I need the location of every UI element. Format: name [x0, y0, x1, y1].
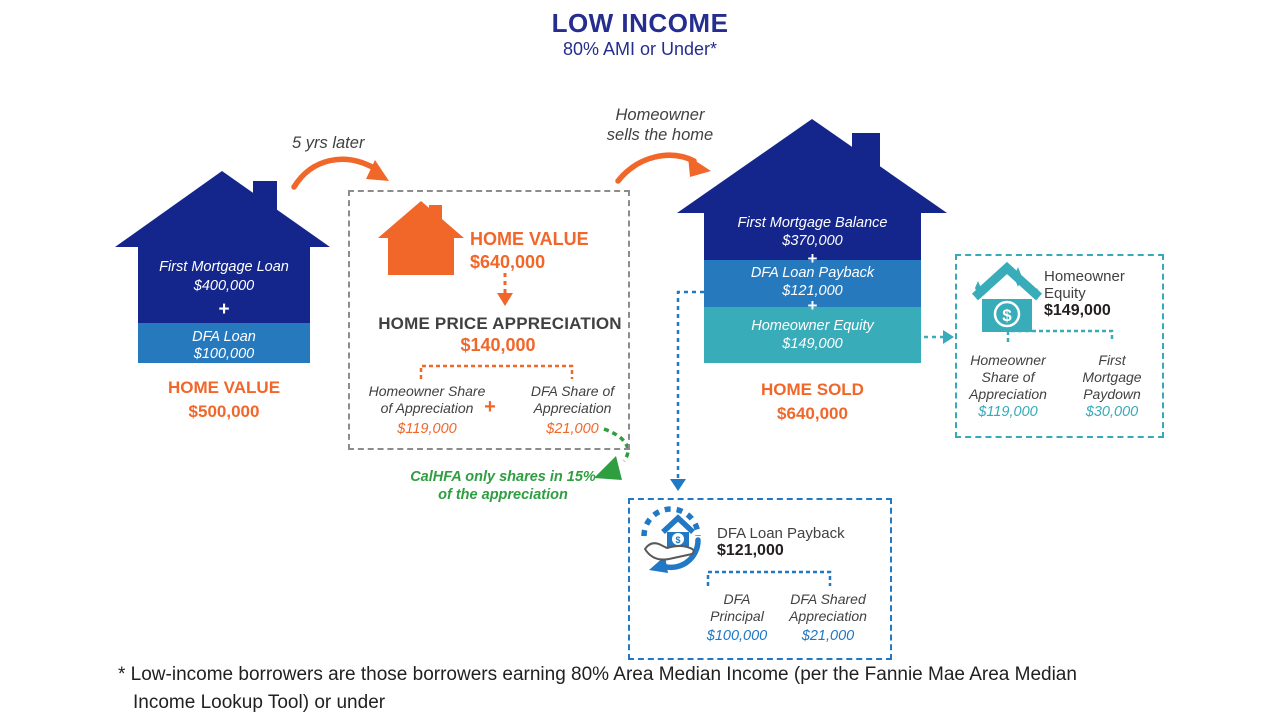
dfa-share-amount: $21,000	[546, 421, 599, 437]
equity-box-title-line2: Equity	[1044, 285, 1086, 302]
left-house-dfa-label: DFA Loan	[192, 329, 256, 345]
appr-home-value-label: HOME VALUE	[470, 229, 589, 249]
sold-house-shape	[677, 119, 947, 363]
value-to-appreciation-arrow	[497, 273, 513, 306]
equity-connector-arrow	[924, 330, 954, 344]
calhfa-note-line2: of the appreciation	[438, 486, 568, 503]
equity-breakdown-panel	[955, 254, 1164, 438]
equity-box-amount: $149,000	[1044, 302, 1111, 319]
equity-left-label-line3: Appreciation	[969, 386, 1047, 402]
appreciation-plus: +	[484, 396, 496, 418]
calhfa-note-line1: CalHFA only shares in 15%	[410, 469, 596, 485]
sold-house-payback-amount: $121,000	[782, 283, 843, 299]
homeowner-share-amount: $119,000	[397, 421, 457, 437]
left-house-dfa-band	[138, 323, 310, 363]
sells-home-arrow	[615, 152, 711, 184]
payback-box-title: DFA Loan Payback	[717, 525, 845, 542]
sold-house-mortgage-band	[704, 212, 921, 260]
sold-house-caption-label: HOME SOLD	[761, 380, 864, 399]
price-appreciation-label: HOME PRICE APPRECIATION	[378, 314, 622, 333]
left-house-mortgage-amount: $400,000	[193, 278, 255, 294]
sells-home-label-line1: Homeowner	[615, 106, 705, 124]
dfa-share-label-line2: Appreciation	[533, 400, 612, 416]
dfa-share-label-line1: DFA Share of	[530, 383, 615, 399]
sold-house-roof	[677, 119, 947, 213]
orange-house-icon	[378, 201, 464, 275]
sold-house-payback-label: DFA Loan Payback	[750, 265, 875, 281]
homeowner-share-label-line2: of Appreciation	[380, 400, 474, 416]
payback-breakdown-panel	[628, 498, 892, 660]
equity-left-label-line1: Homeowner	[970, 352, 1046, 368]
payback-split-bracket	[706, 570, 832, 586]
left-house-roof	[115, 171, 330, 247]
payback-left-label-line1: DFA	[723, 591, 751, 607]
left-house-mortgage-band	[138, 246, 310, 323]
sold-house-payback-band	[704, 260, 921, 307]
payback-connector-arrow	[670, 290, 704, 491]
equity-icon-dollar: $	[1002, 306, 1012, 325]
appreciation-split-bracket	[419, 364, 574, 379]
left-house-mortgage-label: First Mortgage Loan	[159, 259, 289, 275]
left-house-caption-amount: $500,000	[188, 402, 260, 421]
payback-icon-hand	[644, 542, 695, 561]
equity-left-amount: $119,000	[978, 404, 1038, 420]
sold-house-mortgage-amount: $370,000	[782, 233, 843, 249]
five-years-arrow	[291, 156, 389, 190]
sold-house-plus-1: +	[807, 249, 818, 268]
sold-house-equity-label: Homeowner Equity	[751, 318, 874, 334]
five-years-label: 5 yrs later	[292, 134, 365, 152]
price-appreciation-amount: $140,000	[460, 335, 536, 355]
payback-left-amount: $100,000	[706, 628, 768, 644]
sold-house-plus-2: +	[807, 296, 818, 315]
payback-right-amount: $21,000	[801, 628, 855, 644]
equity-box-title-line1: Homeowner	[1044, 268, 1125, 285]
payback-right-label-line2: Appreciation	[789, 608, 867, 624]
appreciation-panel	[348, 190, 630, 450]
payback-icon-dollar: $	[675, 535, 680, 545]
page-subtitle: 80% AMI or Under*	[562, 39, 718, 59]
page-title: LOW INCOME	[551, 8, 729, 38]
sold-house-caption-amount: $640,000	[777, 404, 848, 423]
equity-right-label-line1: First	[1098, 352, 1126, 368]
sells-home-label-line2: sells the home	[606, 126, 714, 144]
homeowner-equity-icon: $	[971, 261, 1043, 332]
equity-right-label-line2: Mortgage	[1082, 369, 1142, 385]
appr-home-value-amount: $640,000	[470, 252, 546, 272]
payback-left-label-line2: Principal	[710, 608, 764, 624]
left-house-plus: +	[218, 299, 230, 320]
sold-house-equity-amount: $149,000	[782, 336, 843, 352]
footnote-line1: * Low-income borrowers are those borrowe…	[118, 664, 1077, 685]
payback-right-label-line1: DFA Shared	[790, 591, 866, 607]
homeowner-share-label-line1: Homeowner Share	[368, 383, 486, 399]
footnote-line2: Income Lookup Tool) or under	[133, 692, 386, 713]
sold-house-mortgage-label: First Mortgage Balance	[737, 215, 888, 231]
left-house-caption-label: HOME VALUE	[167, 378, 281, 397]
left-house-dfa-amount: $100,000	[193, 346, 255, 362]
left-house-shape	[115, 171, 330, 363]
equity-split-bracket	[1006, 329, 1114, 342]
sold-house-equity-band	[704, 307, 921, 363]
calhfa-note-arrow	[594, 427, 630, 480]
equity-right-amount: $30,000	[1085, 404, 1139, 420]
payback-box-amount: $121,000	[717, 542, 784, 559]
equity-right-label-line3: Paydown	[1083, 386, 1141, 402]
equity-left-label-line2: Share of	[981, 369, 1035, 385]
dfa-payback-icon: $	[641, 506, 701, 573]
